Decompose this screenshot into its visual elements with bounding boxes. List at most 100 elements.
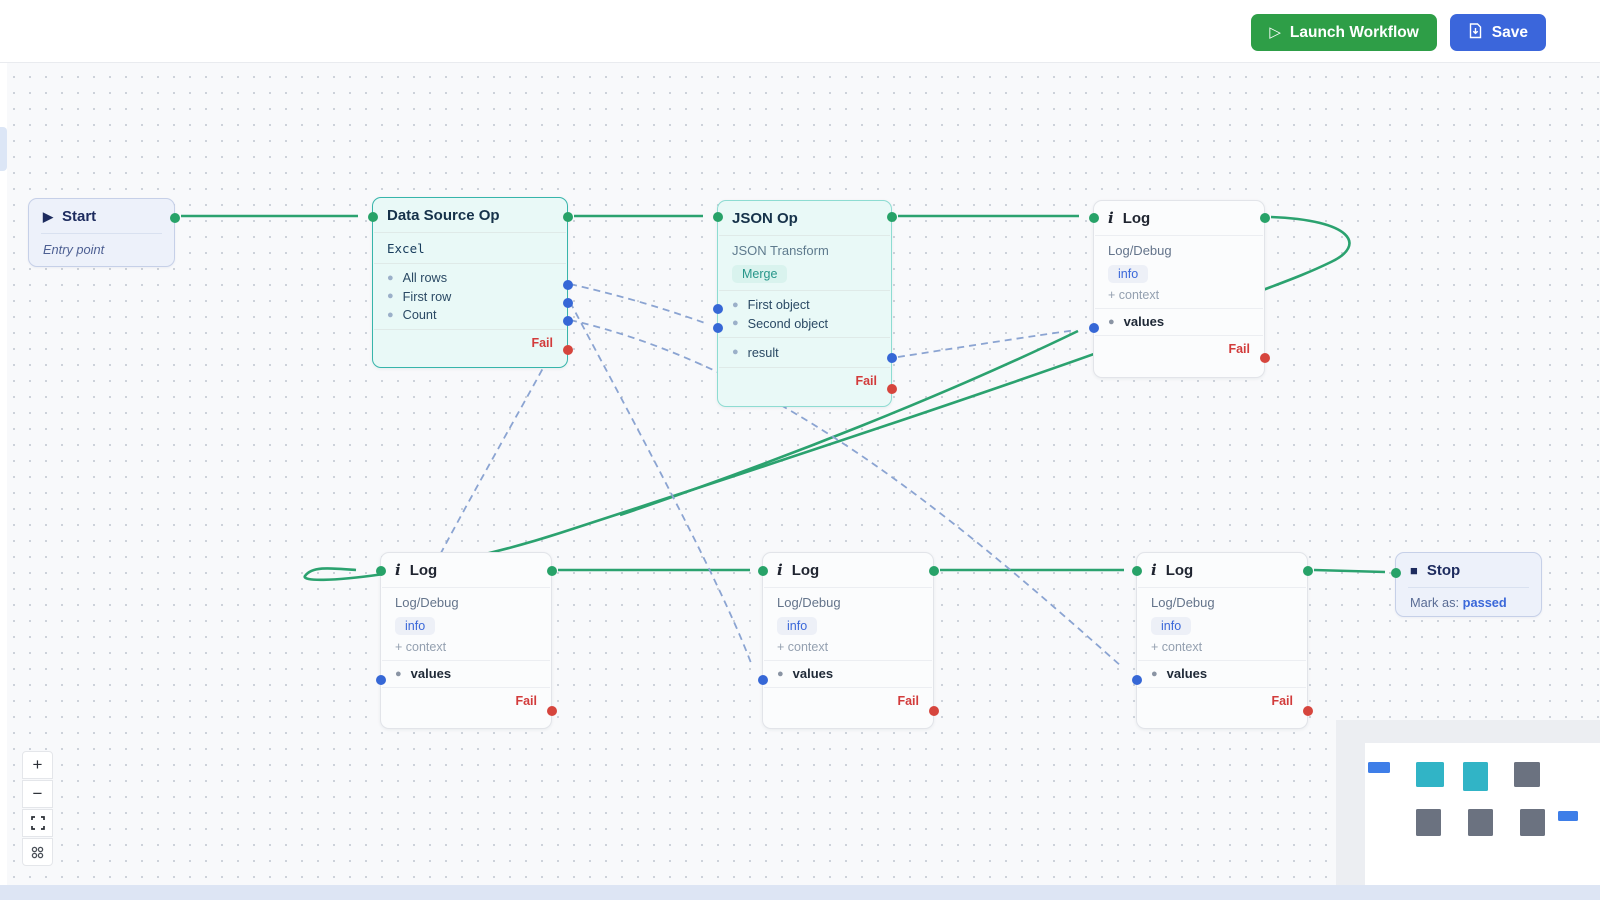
node-log-1[interactable]: i Log Log/Debug info + context ●values F…	[375, 552, 557, 729]
minimap-node-start	[1368, 762, 1390, 773]
node-title: Stop	[1426, 562, 1461, 579]
port-out-fail[interactable]	[1259, 353, 1270, 363]
port-out-success[interactable]	[1302, 566, 1313, 576]
edge-result-to-logtop-values[interactable]	[897, 329, 1077, 358]
fit-view-button[interactable]	[22, 809, 53, 837]
port-in-values[interactable]	[375, 675, 386, 685]
port-out-fail[interactable]	[886, 384, 897, 394]
info-icon: i	[395, 561, 401, 579]
port-out-fail[interactable]	[546, 706, 557, 716]
minimap-node-log-3	[1520, 809, 1545, 836]
info-icon: i	[1108, 209, 1114, 227]
divider	[382, 587, 550, 588]
minimap-node-log-2	[1468, 809, 1493, 836]
minimap[interactable]	[1336, 720, 1600, 885]
zoom-out-button[interactable]: −	[22, 780, 53, 808]
values-label: values	[410, 666, 452, 681]
grid-toggle-button[interactable]	[22, 838, 53, 866]
divider	[719, 337, 890, 338]
port-out-success[interactable]	[546, 566, 557, 576]
node-data-source-op[interactable]: Data Source Op Excel ●All rows ●First ro…	[367, 197, 573, 368]
context-label: + context	[777, 640, 829, 654]
divider	[719, 290, 890, 291]
port-out-success[interactable]	[562, 212, 573, 222]
values-row: ●values	[1151, 666, 1208, 681]
port-in-success[interactable]	[1131, 566, 1142, 576]
port-out-success[interactable]	[169, 213, 180, 223]
node-json-op[interactable]: JSON Op JSON Transform Merge ●First obje…	[712, 200, 897, 407]
info-icon: i	[1151, 561, 1157, 579]
edge-firstrow-to-log2-values[interactable]	[569, 301, 752, 664]
port-in-success[interactable]	[757, 566, 768, 576]
node-stop[interactable]: ■ Stop Mark as: passed	[1390, 552, 1542, 617]
node-start[interactable]: ▶ Start Entry point	[28, 198, 180, 267]
node-log-3[interactable]: i Log Log/Debug info + context ●values F…	[1131, 552, 1313, 729]
minimap-node-data-source	[1416, 762, 1444, 787]
output-row: ●All rows	[387, 271, 448, 286]
port-in-values[interactable]	[1088, 323, 1099, 333]
context-label: + context	[1151, 640, 1203, 654]
divider	[1095, 308, 1263, 309]
port-out-count[interactable]	[562, 316, 573, 326]
port-out-all-rows[interactable]	[562, 280, 573, 290]
port-in-success[interactable]	[1088, 213, 1099, 223]
bottom-edge-strip	[0, 885, 1600, 900]
save-button[interactable]: Save	[1449, 14, 1546, 51]
input-label: Second object	[747, 316, 829, 331]
edge-allrows-to-secondobject[interactable]	[569, 283, 706, 324]
node-log-2[interactable]: i Log Log/Debug info + context ●values F…	[757, 552, 939, 729]
port-in-success[interactable]	[1390, 568, 1401, 578]
port-in-first-object[interactable]	[712, 304, 723, 314]
launch-workflow-button[interactable]: ▷ Launch Workflow	[1251, 14, 1437, 51]
divider	[382, 687, 550, 688]
launch-workflow-label: Launch Workflow	[1289, 23, 1419, 41]
edge-datasource-to-log1-values[interactable]	[385, 358, 549, 666]
edge-log3-to-stop[interactable]	[1313, 568, 1386, 574]
mark-value: passed	[1462, 595, 1507, 610]
node-title: Log	[409, 562, 438, 579]
port-out-success[interactable]	[886, 212, 897, 222]
log-level-badge: info	[777, 617, 818, 635]
port-in-values[interactable]	[1131, 675, 1142, 685]
zoom-in-button[interactable]: +	[22, 751, 53, 779]
output-label: First row	[402, 289, 452, 304]
port-out-fail[interactable]	[562, 345, 573, 355]
port-out-success[interactable]	[928, 566, 939, 576]
port-in-success[interactable]	[712, 212, 723, 222]
mark-as-row: Mark as: passed	[1396, 588, 1541, 616]
edge-count-to-log3-values[interactable]	[569, 319, 1122, 667]
edge-layer	[181, 214, 1386, 667]
divider	[1095, 235, 1263, 236]
port-out-success[interactable]	[1259, 213, 1270, 223]
fail-label: Fail	[531, 335, 553, 350]
port-in-success[interactable]	[367, 212, 378, 222]
minimap-node-stop	[1558, 811, 1578, 821]
stop-icon: ■	[1410, 563, 1418, 578]
context-label: + context	[1108, 288, 1160, 302]
port-in-success[interactable]	[375, 566, 386, 576]
edge-jsonop-to-logtop-values[interactable]	[619, 329, 1079, 517]
divider	[1138, 687, 1306, 688]
canvas-controls: + −	[22, 751, 53, 866]
merge-badge: Merge	[732, 265, 788, 283]
output-label: Count	[402, 308, 437, 323]
input-row: ●Second object	[732, 316, 829, 331]
port-in-values[interactable]	[757, 675, 768, 685]
canvas-left-gutter	[0, 63, 7, 900]
node-title: JSON Op	[732, 210, 798, 227]
edge-logtop-to-log1-loop[interactable]	[303, 215, 1351, 582]
port-in-second-object[interactable]	[712, 323, 723, 333]
port-out-result[interactable]	[886, 353, 897, 363]
port-out-fail[interactable]	[1302, 706, 1313, 716]
divider	[719, 367, 890, 368]
port-out-first-row[interactable]	[562, 298, 573, 308]
port-out-fail[interactable]	[928, 706, 939, 716]
output-row: ●Count	[387, 308, 437, 323]
zoom-in-icon: +	[32, 755, 43, 774]
divider	[764, 660, 932, 661]
divider	[764, 687, 932, 688]
log-subtitle: Log/Debug	[777, 595, 841, 610]
save-label: Save	[1491, 23, 1528, 41]
workflow-canvas[interactable]: ▶ Start Entry point Data Source Op Excel…	[0, 63, 1600, 900]
node-log-top[interactable]: i Log Log/Debug info + context ●values F…	[1088, 200, 1270, 378]
